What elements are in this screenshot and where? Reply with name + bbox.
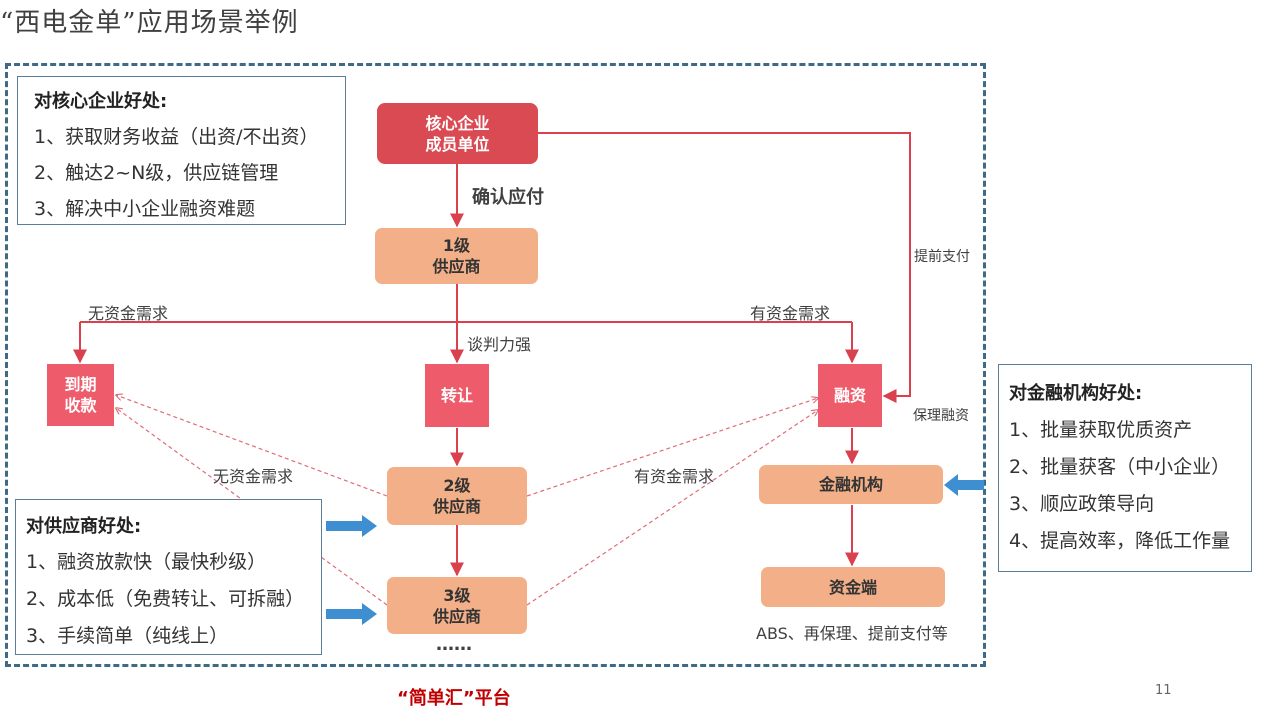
supplier-benefit-item-1: 1、融资放款快（最快秒级） xyxy=(26,551,267,573)
tier3-line-2: 供应商 xyxy=(432,606,481,626)
finance-benefits-box: 对金融机构好处: 1、批量获取优质资产 2、批量获客（中小企业） 3、顺应政策导… xyxy=(998,364,1252,572)
page-title: “西电金单”应用场景举例 xyxy=(0,8,299,38)
core-benefits-box: 对核心企业好处: 1、获取财务收益（出资/不出资） 2、触达2~N级，供应链管理… xyxy=(17,76,346,225)
finance-benefit-item-1: 1、批量获取优质资产 xyxy=(1009,419,1193,441)
tier2-line-2: 供应商 xyxy=(432,497,481,516)
platform-label: “简单汇”平台 xyxy=(397,688,511,709)
abs-note: ABS、再保理、提前支付等 xyxy=(756,624,948,643)
page-number: 11 xyxy=(1155,683,1172,698)
supplier-benefits-title: 对供应商好处: xyxy=(26,516,142,537)
core-node-line-2: 成员单位 xyxy=(425,134,490,154)
finance-benefit-item-2: 2、批量获客（中小企业） xyxy=(1009,456,1231,478)
fund-side-label: 资金端 xyxy=(828,577,877,597)
supplier-benefit-item-2: 2、成本低（免费转让、可拆融） xyxy=(26,588,305,610)
finance-benefit-item-3: 3、顺应政策导向 xyxy=(1009,493,1155,515)
blue-arrow-supplier-2 xyxy=(326,603,377,625)
maturity-line-1: 到期 xyxy=(64,375,97,394)
financing-label: 融资 xyxy=(833,386,866,405)
fund-side-node: 资金端 xyxy=(761,567,945,607)
core-enterprise-node: 核心企业成员单位 xyxy=(377,103,538,164)
finance-benefit-item-4: 4、提高效率，降低工作量 xyxy=(1009,530,1231,552)
tier1-line-1: 1级 xyxy=(442,236,471,255)
dashed-s2-to-financing xyxy=(526,398,818,497)
financial-institution-node: 金融机构 xyxy=(759,465,943,504)
early-payment-label: 提前支付 xyxy=(914,249,970,265)
transfer-label: 转让 xyxy=(440,386,473,405)
core-benefit-item-2: 2、触达2~N级，供应链管理 xyxy=(34,162,279,184)
supplier-benefit-item-3: 3、手续简单（纯线上） xyxy=(26,625,229,647)
core-node-line-1: 核心企业 xyxy=(425,113,490,133)
transfer-node: 转让 xyxy=(425,364,489,427)
platform-frame xyxy=(5,63,986,667)
strong-bargaining-label: 谈判力强 xyxy=(467,335,532,354)
tier2-line-1: 2级 xyxy=(443,476,471,495)
blue-arrow-finance xyxy=(944,474,984,496)
blue-arrow-supplier-1 xyxy=(326,515,377,537)
tier1-supplier-node: 1级供应商 xyxy=(375,228,538,284)
tier1-line-2: 供应商 xyxy=(432,257,481,276)
maturity-line-2: 收款 xyxy=(64,396,97,415)
financing-node: 融资 xyxy=(818,364,882,427)
has-funds-need-label-2: 有资金需求 xyxy=(634,467,715,486)
arrow-core-to-financing xyxy=(538,132,911,403)
core-benefits-title: 对核心企业好处: xyxy=(34,91,168,112)
no-funds-need-label: 无资金需求 xyxy=(88,304,169,323)
fin-inst-label: 金融机构 xyxy=(818,475,883,494)
maturity-collection-node: 到期收款 xyxy=(47,364,114,426)
dashed-s2-to-maturity xyxy=(116,395,388,497)
confirm-payable-label: 确认应付 xyxy=(472,187,544,208)
no-funds-need-label-2: 无资金需求 xyxy=(213,467,294,486)
has-funds-need-label: 有资金需求 xyxy=(750,304,831,323)
supplier-benefits-box: 对供应商好处: 1、融资放款快（最快秒级） 2、成本低（免费转让、可拆融） 3、… xyxy=(15,499,322,655)
tier3-supplier-node: 3级供应商 xyxy=(387,577,527,634)
tier2-supplier-node: 2级供应商 xyxy=(387,467,527,525)
dashed-s3-to-financing xyxy=(526,410,818,606)
more-tiers-ellipsis: …… xyxy=(436,634,472,655)
tier3-line-1: 3级 xyxy=(443,585,471,605)
core-benefit-item-3: 3、解决中小企业融资难题 xyxy=(34,198,256,220)
factoring-label: 保理融资 xyxy=(913,408,969,424)
core-benefit-item-1: 1、获取财务收益（出资/不出资） xyxy=(34,126,319,148)
finance-benefits-title: 对金融机构好处: xyxy=(1009,383,1143,404)
